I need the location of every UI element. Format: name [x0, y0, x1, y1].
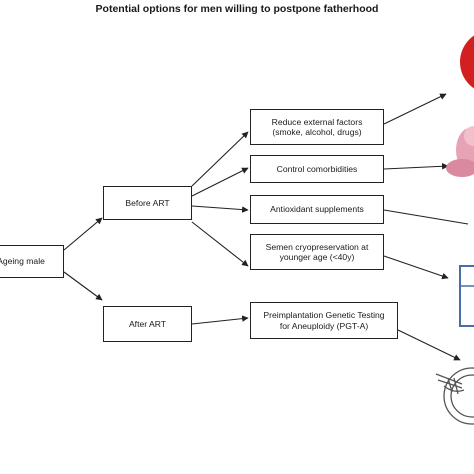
- arrow-antioxidant-to-pills: [383, 209, 469, 225]
- arrow-root-to-after: [63, 271, 103, 301]
- arrow-after-to-pgta: [191, 315, 249, 325]
- arrow-pgta-to-embryo: [397, 329, 461, 361]
- pills-icon: [446, 126, 474, 177]
- node-before-art: Before ART: [103, 186, 192, 220]
- node-pgt-a: Preimplantation Genetic Testing for Aneu…: [250, 302, 398, 339]
- arrow-before-to-antioxidant: [191, 205, 249, 213]
- arrow-cryo-to-tank: [383, 255, 449, 280]
- node-reduce-external-factors: Reduce external factors (smoke, alcohol,…: [250, 109, 384, 145]
- node-ageing-male: Ageing male: [0, 245, 64, 278]
- arrow-before-to-comorbidities: [191, 167, 249, 197]
- node-antioxidant-supplements: Antioxidant supplements: [250, 195, 384, 224]
- arrow-comorbidities-to-pills: [383, 162, 449, 170]
- embryo-biopsy-icon: [435, 367, 474, 425]
- node-control-comorbidities: Control comorbidities: [250, 155, 384, 183]
- diagram-title: Potential options for men willing to pos…: [95, 3, 379, 15]
- arrow-root-to-before: [63, 217, 103, 251]
- cryo-tank-icon: [459, 265, 474, 327]
- stop-sign-icon: [460, 35, 474, 89]
- arrow-before-to-cryo: [191, 221, 249, 267]
- node-semen-cryopreservation: Semen cryopreservation at younger age (<…: [250, 234, 384, 270]
- arrow-reduce-to-stop: [383, 93, 447, 125]
- node-after-art: After ART: [103, 306, 192, 342]
- arrow-before-to-reduce: [191, 131, 249, 187]
